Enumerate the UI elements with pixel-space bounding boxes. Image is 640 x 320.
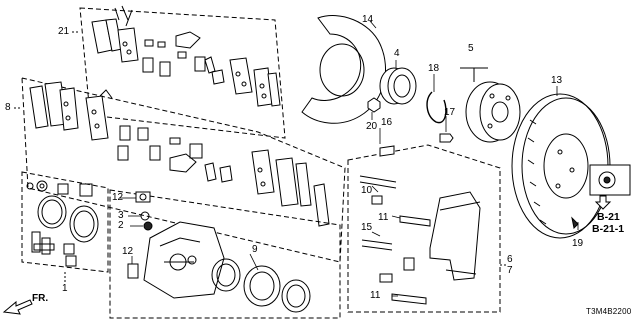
- reference-b21-1[interactable]: B-21-1: [592, 223, 625, 235]
- fr-direction-label: FR.: [32, 293, 49, 304]
- callout-17: 17: [444, 107, 456, 118]
- callout-14: 14: [362, 14, 374, 25]
- caliper-box: [109, 189, 341, 319]
- callout-12-bottom: 12: [122, 246, 134, 257]
- callout-10: 10: [361, 185, 373, 196]
- callout-11-top: 11: [378, 212, 389, 223]
- callout-20: 20: [366, 121, 378, 132]
- bracket-box: [347, 144, 508, 313]
- callout-2: 2: [118, 220, 124, 231]
- callout-11-bottom: 11: [370, 290, 381, 301]
- splash-guard: [301, 15, 387, 124]
- callout-19: 19: [572, 238, 584, 249]
- leader-lines: [120, 20, 579, 297]
- callout-3: 3: [118, 210, 124, 221]
- pad-set-upper: [91, 5, 281, 107]
- hub-inset: [589, 164, 631, 210]
- callout-13: 13: [551, 75, 563, 86]
- callout-16: 16: [381, 117, 393, 128]
- caliper-bracket: [359, 145, 481, 305]
- fr-arrow-icon: [2, 299, 33, 315]
- callout-4: 4: [394, 48, 400, 59]
- callout-21: 21: [58, 26, 70, 37]
- caliper-body: [127, 191, 311, 313]
- callout-1: 1: [62, 283, 68, 294]
- pad-kit-box-8: [14, 77, 346, 263]
- callout-18: 18: [428, 63, 440, 74]
- callout-9: 9: [252, 244, 258, 255]
- callout-6: 6: [507, 254, 513, 265]
- pad-set-lower: [29, 81, 330, 227]
- seal-kit-parts: [26, 180, 99, 267]
- wheel-hub: [439, 67, 521, 143]
- reference-b21[interactable]: B-21: [597, 211, 620, 223]
- callout-15: 15: [361, 222, 373, 233]
- callout-12-top: 12: [112, 192, 124, 203]
- hub-bearing: [367, 67, 417, 113]
- callout-5: 5: [468, 43, 474, 54]
- callout-8: 8: [5, 102, 11, 113]
- seal-kit-box-1: [21, 171, 109, 282]
- snap-ring: [426, 91, 447, 124]
- callout-7: 7: [507, 265, 513, 276]
- diagram-code: T3M4B2200: [586, 307, 632, 316]
- pad-kit-box-21: [72, 7, 286, 139]
